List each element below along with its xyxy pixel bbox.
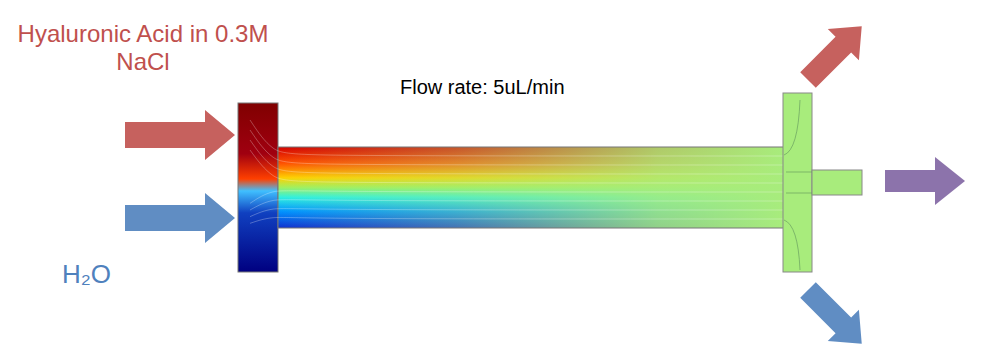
inlet-arrow-bottom — [125, 193, 235, 243]
channel-mixing — [278, 147, 784, 228]
outlet-arrow-top — [792, 11, 877, 96]
inlet-block — [238, 103, 278, 272]
flow-rate-label: Flow rate: 5uL/min — [400, 76, 660, 99]
streamlines — [250, 120, 784, 223]
inlet-label: Hyaluronic Acid in 0.3M NaCl — [12, 20, 274, 75]
outlet-streamlines — [784, 100, 812, 270]
outlet-arrow-bottom — [792, 274, 877, 347]
outlet-nozzle — [812, 170, 862, 195]
inlet-arrow-top — [125, 110, 235, 160]
channel — [278, 147, 784, 228]
outlet-block — [783, 93, 812, 272]
inlet-label: H₂O — [62, 260, 142, 290]
outlet-arrow-middle — [885, 157, 965, 205]
